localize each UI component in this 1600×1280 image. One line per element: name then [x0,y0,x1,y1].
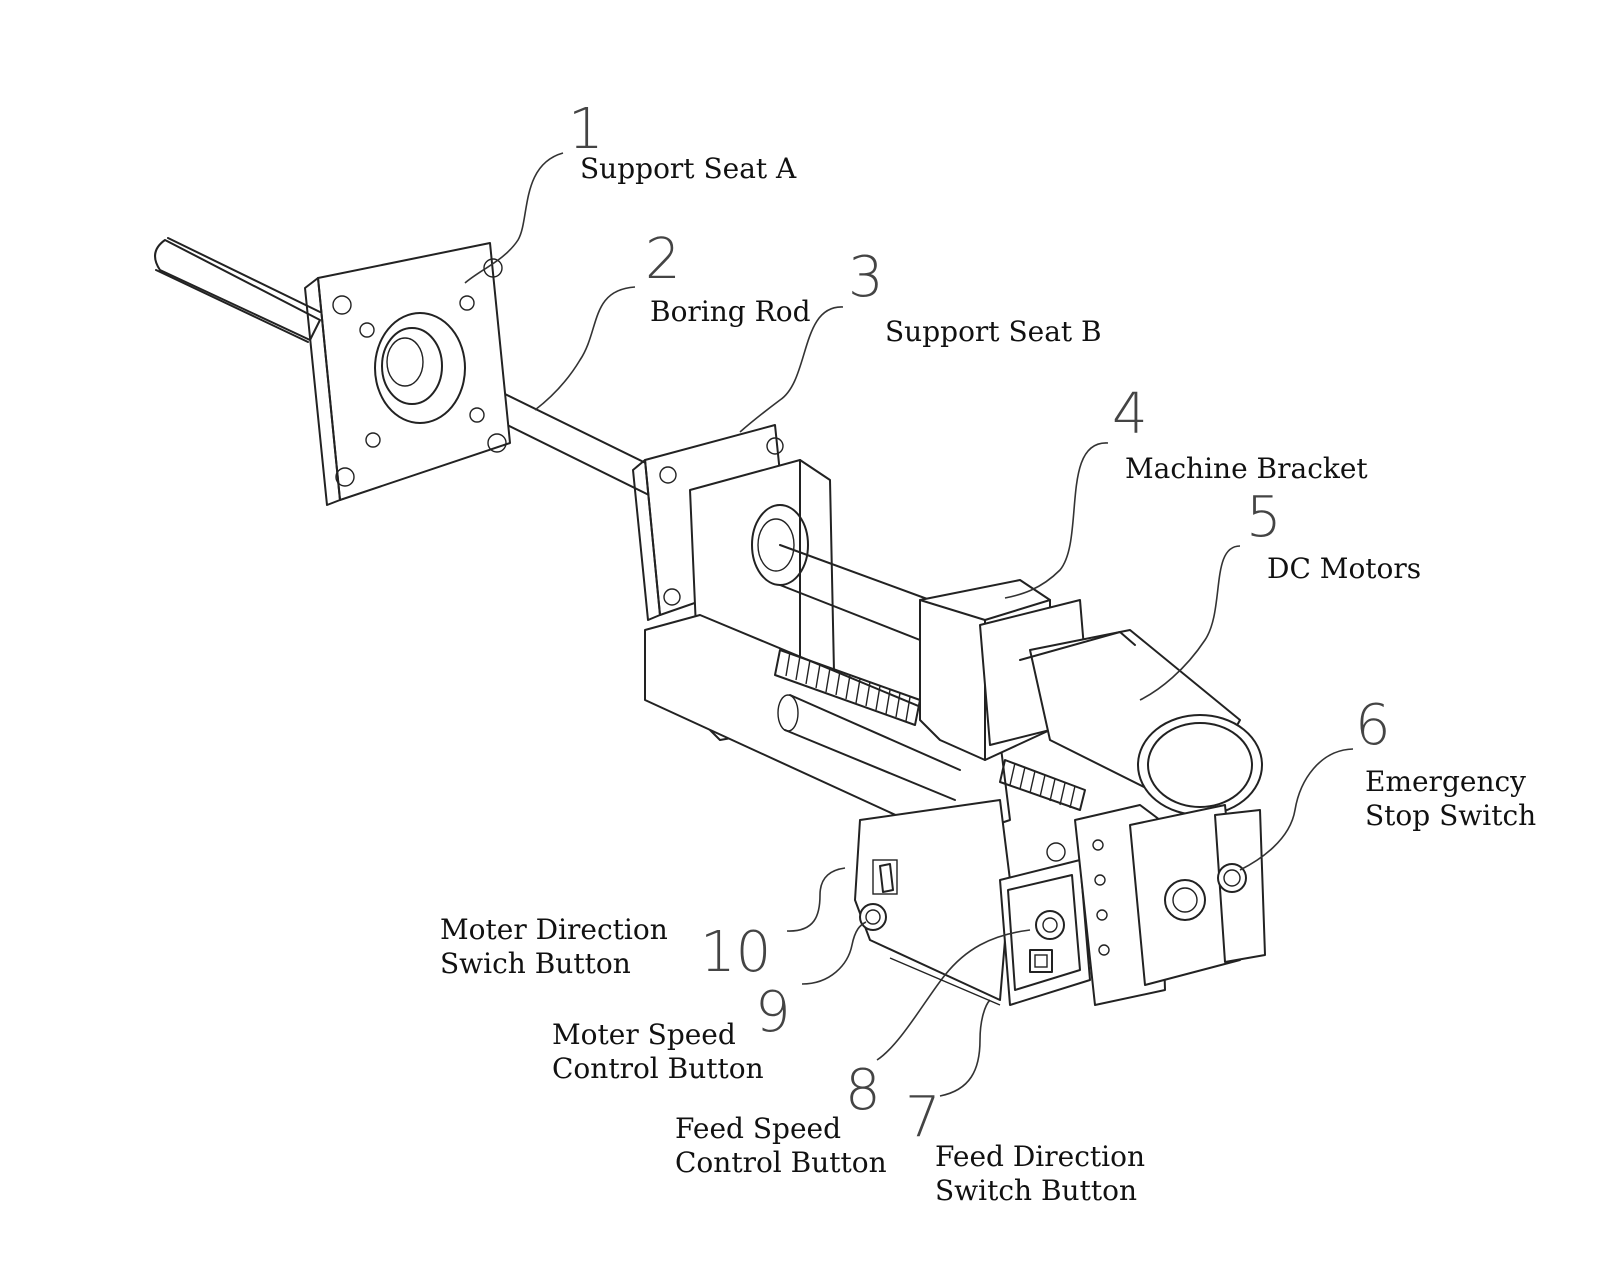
label-support-seat-a: Support Seat A [580,152,797,185]
support-seat-a-shape [304,242,511,506]
part-number-3: 3 [848,245,884,310]
part-number-5: 5 [1246,485,1282,550]
part-number-10: 10 [700,920,772,985]
label-moter-speed-control-button: Moter Speed Control Button [552,1018,764,1085]
label-boring-rod: Boring Rod [650,295,811,328]
label-feed-direction-switch-button: Feed Direction Switch Button [935,1140,1145,1207]
part-number-9: 9 [755,980,791,1045]
label-emergency-stop-switch: Emergency Stop Switch [1365,765,1537,832]
control-box-shape [854,799,1091,1006]
part-number-2: 2 [645,227,681,292]
gearbox-shape [1046,804,1266,1006]
leader-lines [464,152,1354,1097]
label-dc-motors: DC Motors [1267,552,1422,585]
part-number-4: 4 [1112,382,1148,447]
part-number-6: 6 [1355,693,1391,758]
part-number-1: 1 [568,97,604,162]
label-support-seat-b: Support Seat B [885,315,1102,348]
label-machine-bracket: Machine Bracket [1125,452,1368,485]
label-moter-direction-switch-button: Moter Direction Swich Button [440,913,668,980]
frame-rails [644,544,1011,841]
part-number-8: 8 [845,1058,881,1123]
lead-screw-shape [774,649,1086,811]
label-feed-speed-control-button: Feed Speed Control Button [675,1112,887,1179]
part-number-7: 7 [905,1085,941,1150]
dc-motor-shape [1019,629,1263,816]
